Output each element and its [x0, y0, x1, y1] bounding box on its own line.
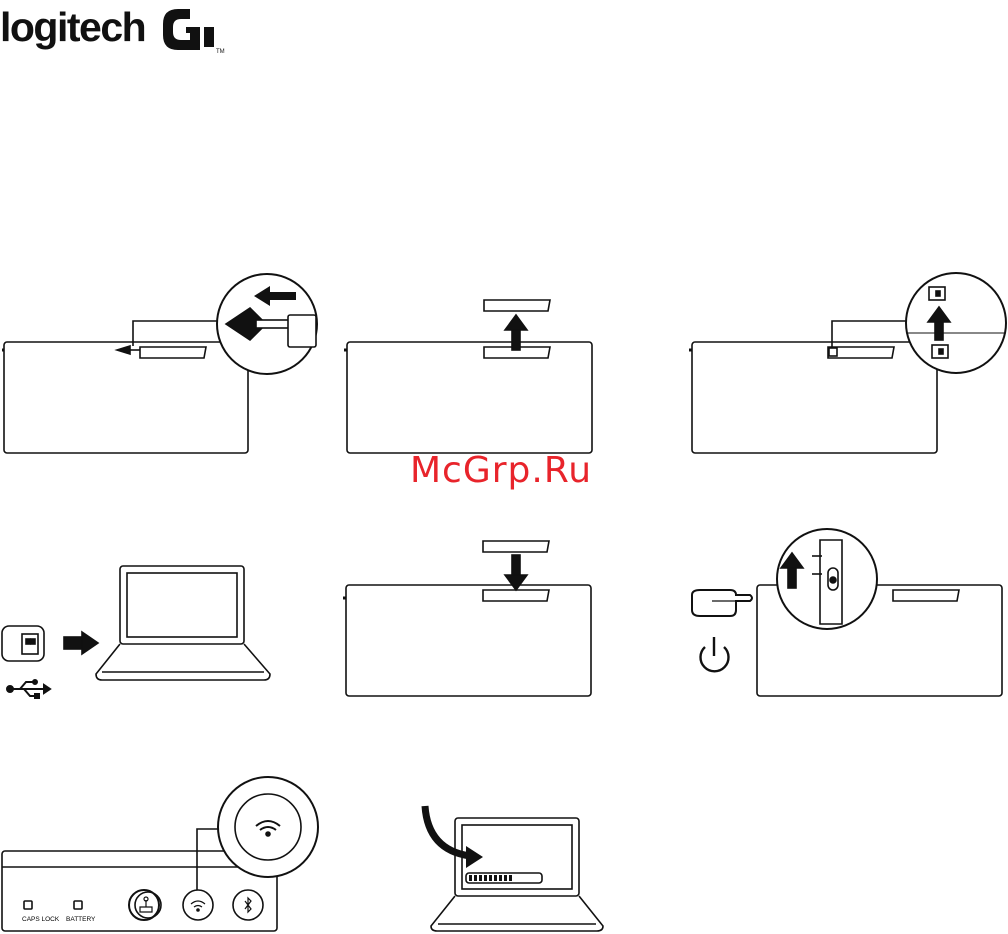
power-symbol-icon	[700, 637, 728, 671]
watermark-text: McGrp.Ru	[410, 450, 592, 491]
step-5-illustration	[343, 541, 591, 696]
progress-bar-fill	[469, 875, 512, 881]
step-3-illustration	[689, 273, 1006, 453]
usb-symbol-icon	[7, 680, 50, 698]
step-6-illustration	[692, 529, 1002, 696]
trademark-mark: TM	[216, 49, 225, 55]
step-2-illustration	[344, 300, 592, 453]
battery-label: BATTERY	[66, 916, 96, 923]
step-4-illustration	[2, 566, 270, 698]
logitech-g-logo-icon	[163, 9, 214, 50]
step-7-illustration	[2, 777, 318, 931]
step-8-illustration	[425, 806, 603, 931]
step-1-illustration	[2, 274, 317, 453]
caps-lock-label: CAPS LOCK	[22, 916, 60, 923]
